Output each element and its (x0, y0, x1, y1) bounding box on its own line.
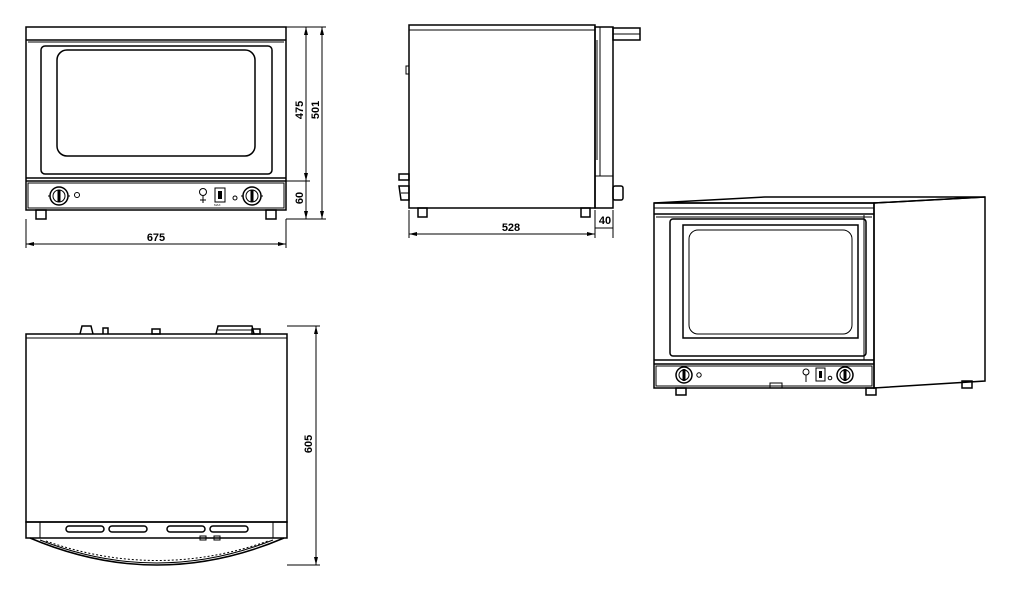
switch-symbol-icon: MAX (214, 187, 226, 207)
front-control-panel (27, 182, 285, 209)
foot (675, 387, 687, 396)
top-view (25, 325, 288, 566)
indicator-light-icon (74, 192, 80, 198)
foot (961, 380, 973, 389)
front-dimensions: 675 475 501 60 (25, 26, 326, 248)
thermostat-knob-icon (241, 186, 263, 206)
foot (417, 207, 428, 218)
perspective-view (653, 196, 986, 396)
iso-thermostat-knob-icon (836, 366, 854, 384)
timer-knob-icon (48, 186, 70, 206)
indicator-light-icon (232, 195, 238, 201)
top-front-strip (25, 521, 288, 539)
dim-front-total-height: 501 (310, 101, 322, 119)
iso-switch-symbol-icon (815, 367, 826, 382)
iso-door-frame (669, 218, 867, 357)
iso-door-window (682, 224, 859, 339)
dim-front-panel-height: 60 (294, 192, 306, 204)
top-dimensions: 605 (287, 325, 320, 566)
iso-control-panel (655, 365, 873, 387)
top-vent (215, 325, 255, 335)
front-door-window (56, 49, 256, 157)
side-view (398, 24, 641, 218)
dim-side-depth: 528 (502, 222, 520, 234)
handle-slot (209, 525, 249, 533)
dim-front-width: 675 (147, 232, 165, 244)
indicator-light-icon (827, 375, 833, 381)
iso-timer-knob-icon (675, 366, 693, 384)
side-door-profile (594, 26, 614, 209)
dim-front-cavity-height: 475 (294, 101, 306, 119)
top-body (25, 333, 288, 523)
foot (265, 209, 277, 220)
handle-slot (108, 525, 148, 533)
svg-text:MAX: MAX (214, 203, 221, 207)
handle-slot (65, 525, 105, 533)
front-view: MAX (25, 26, 287, 220)
front-door-frame (40, 45, 273, 175)
front-outer-body (25, 26, 287, 211)
indicator-light-icon (696, 372, 702, 378)
foot (35, 209, 47, 220)
iso-lamp-symbol-icon (802, 368, 810, 382)
foot (580, 207, 591, 218)
top-vent (79, 325, 94, 335)
iso-front-face (653, 202, 875, 389)
iso-side-panel (873, 196, 986, 389)
top-door-curve (29, 537, 285, 566)
dim-side-door-protrusion: 40 (599, 215, 611, 227)
side-body (408, 24, 596, 209)
dim-top-depth: 605 (303, 435, 315, 453)
side-plug (398, 185, 410, 201)
foot (865, 387, 877, 396)
handle-slot (166, 525, 206, 533)
lamp-symbol-icon (199, 188, 207, 203)
side-knob-profile (612, 185, 624, 201)
side-dimensions: 528 40 (408, 210, 614, 238)
side-connector (398, 173, 410, 181)
